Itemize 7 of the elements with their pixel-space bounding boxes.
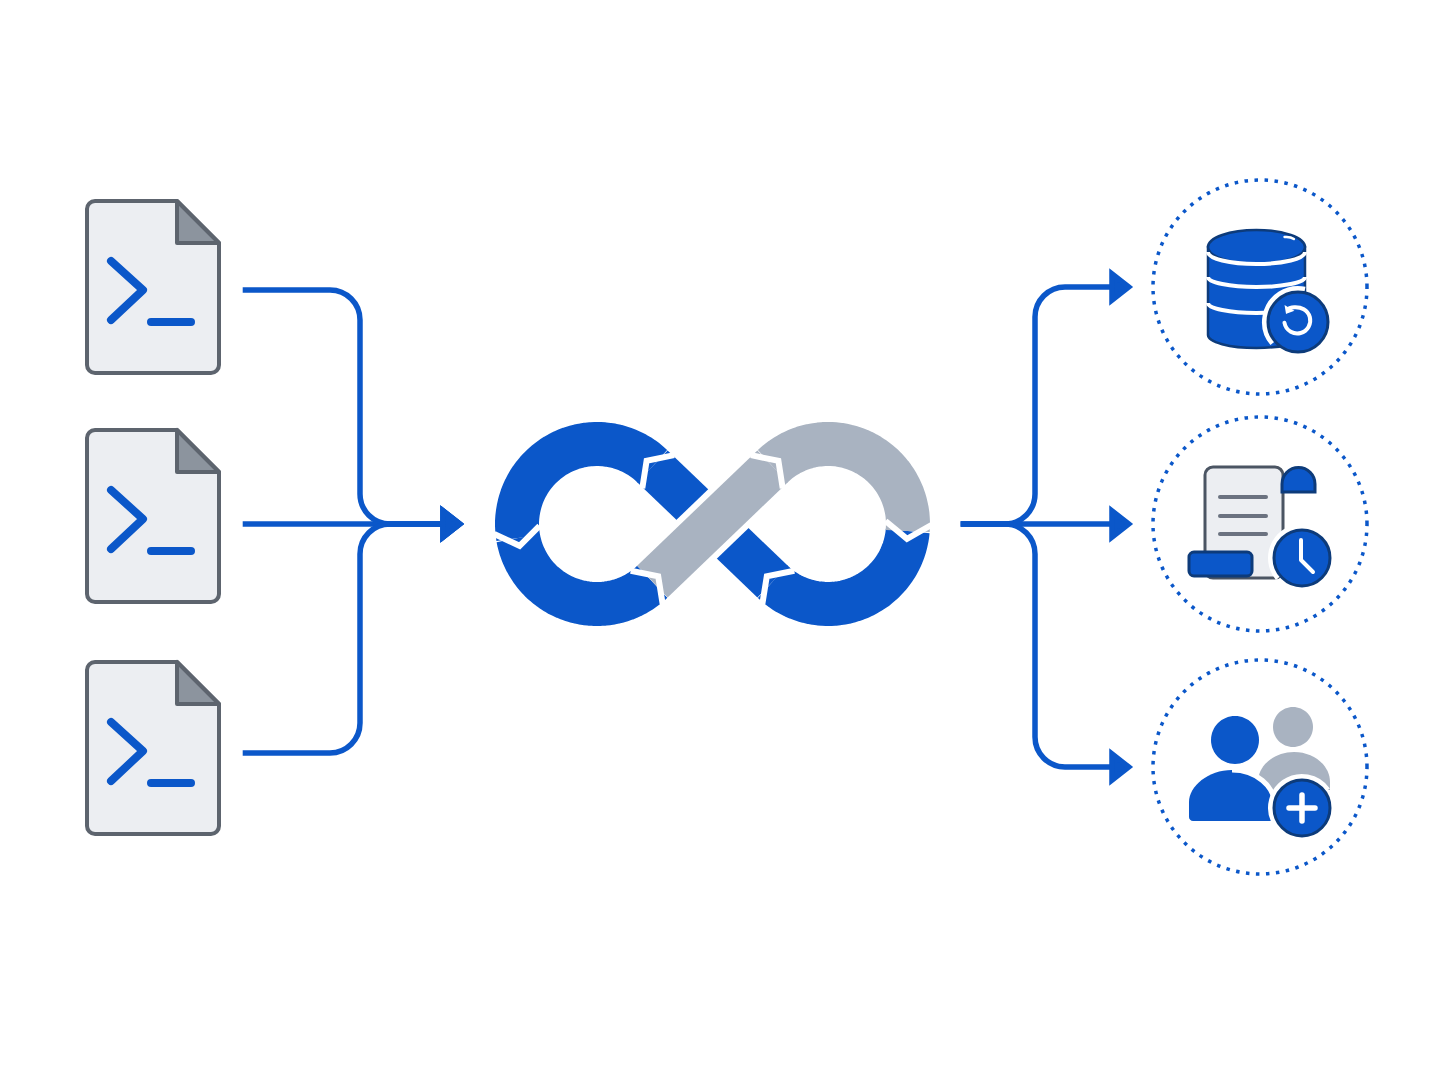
dotted-circle	[1151, 178, 1369, 396]
terminal-file-icon	[85, 199, 221, 375]
terminal-file-icon	[85, 428, 221, 604]
dotted-circle	[1151, 415, 1369, 633]
infinity-loop-icon	[492, 422, 933, 626]
dotted-circle	[1151, 658, 1369, 876]
terminal-file-icon	[85, 660, 221, 836]
